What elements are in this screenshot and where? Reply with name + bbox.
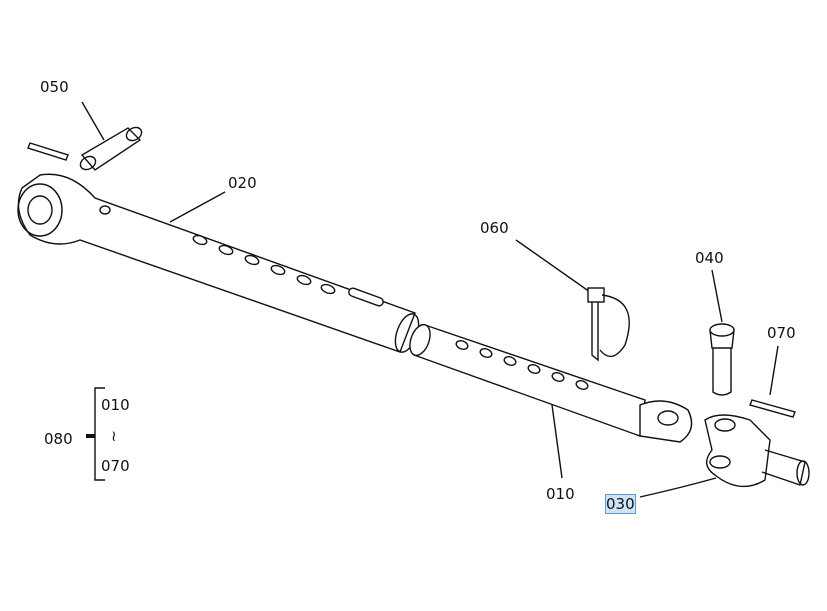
part-label-060[interactable]: 060 bbox=[480, 219, 509, 237]
part-label-070[interactable]: 070 bbox=[767, 324, 796, 342]
part-label-050[interactable]: 050 bbox=[40, 78, 69, 96]
part-label-030-selected[interactable]: 030 bbox=[605, 494, 636, 514]
part-050-pin bbox=[27, 126, 143, 171]
part-020-tube bbox=[17, 173, 420, 353]
part-070-cotter-pin bbox=[749, 399, 796, 418]
leader-lines bbox=[81, 101, 779, 498]
part-label-020[interactable]: 020 bbox=[228, 174, 257, 192]
part-label-040[interactable]: 040 bbox=[695, 249, 724, 267]
part-030-yoke bbox=[704, 414, 810, 488]
group-bracket bbox=[86, 387, 105, 481]
group-range-end: 070 bbox=[101, 457, 130, 475]
part-060-lynch-pin bbox=[587, 287, 630, 362]
group-range-symbol: ≀ bbox=[111, 427, 117, 445]
group-label-080[interactable]: 080 bbox=[44, 430, 73, 448]
part-040-pin bbox=[709, 323, 735, 396]
group-range-start: 010 bbox=[101, 396, 130, 414]
part-010-tube bbox=[409, 323, 693, 443]
part-label-010[interactable]: 010 bbox=[546, 485, 575, 503]
